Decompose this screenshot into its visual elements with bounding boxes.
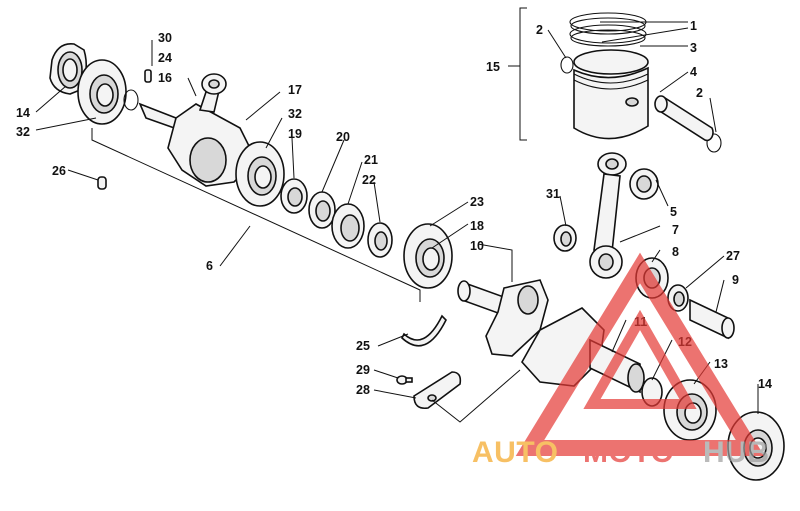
callout-32-left: 32	[16, 125, 30, 139]
piston	[573, 49, 649, 140]
crank-pin-9	[689, 298, 735, 340]
woodruff-key	[144, 69, 152, 83]
piston-rings	[569, 12, 647, 47]
piston-pin-clip-right	[706, 133, 722, 153]
retainer-clip-25	[401, 314, 447, 347]
watermark-text-moto: MOTO	[583, 436, 674, 469]
callout-10: 10	[470, 239, 484, 253]
left-shim	[123, 89, 139, 111]
watermark-text-auto: AUTO	[472, 436, 558, 469]
callout-2-clip-right: 2	[696, 86, 703, 100]
callout-16: 16	[158, 71, 172, 85]
callout-14-right: 14	[758, 377, 772, 391]
callout-13: 13	[714, 357, 728, 371]
automotohub-watermark: AUTO MOTO HUB	[472, 252, 770, 469]
piston-pin	[654, 95, 714, 142]
callout-25: 25	[356, 339, 370, 353]
callout-19: 19	[288, 127, 302, 141]
callout-29: 29	[356, 363, 370, 377]
upper-right-bearing	[235, 141, 285, 207]
callout-4: 4	[690, 65, 697, 79]
callout-28: 28	[356, 383, 370, 397]
left-crank-seal	[49, 43, 88, 95]
callout-6: 6	[206, 259, 213, 273]
small-end-bearing	[629, 168, 659, 200]
callout-14-left: 14	[16, 106, 30, 120]
callout-3: 3	[690, 41, 697, 55]
piston-group-bracket	[508, 7, 527, 141]
connecting-rod	[589, 152, 627, 279]
plate-28	[413, 371, 462, 410]
callout-5: 5	[670, 205, 677, 219]
callout-18: 18	[470, 219, 484, 233]
callout-20: 20	[336, 130, 350, 144]
left-main-bearing	[77, 59, 127, 125]
callout-8: 8	[672, 245, 679, 259]
dowel-pin	[97, 176, 107, 190]
callout-1: 1	[690, 19, 697, 33]
leader-lines	[35, 21, 759, 414]
callout-32-upper: 32	[288, 107, 302, 121]
callout-15: 15	[486, 60, 500, 74]
screw-29	[396, 375, 413, 385]
callout-21: 21	[364, 153, 378, 167]
callout-26: 26	[52, 164, 66, 178]
callout-27: 27	[726, 249, 740, 263]
callout-labels: 1 2 3 4 2 15 30 24 16 17 32 19 14 32 26 …	[16, 19, 772, 397]
callout-7: 7	[672, 223, 679, 237]
callout-24: 24	[158, 51, 172, 65]
piston-pin-clip-left	[560, 56, 574, 74]
watermark-triangle-logo	[515, 252, 765, 456]
callout-2-clip-left: 2	[536, 23, 543, 37]
callout-9: 9	[732, 273, 739, 287]
callout-31: 31	[546, 187, 560, 201]
callout-23: 23	[470, 195, 484, 209]
callout-30: 30	[158, 31, 172, 45]
upper-crankshaft-assembly	[138, 73, 257, 187]
callout-22: 22	[362, 173, 376, 187]
assembly-bracket	[91, 128, 421, 302]
upper-end-bearing	[403, 223, 453, 289]
watermark-text-hub: HUB	[703, 436, 770, 469]
callout-17: 17	[288, 83, 302, 97]
plate-bracket	[431, 369, 521, 423]
